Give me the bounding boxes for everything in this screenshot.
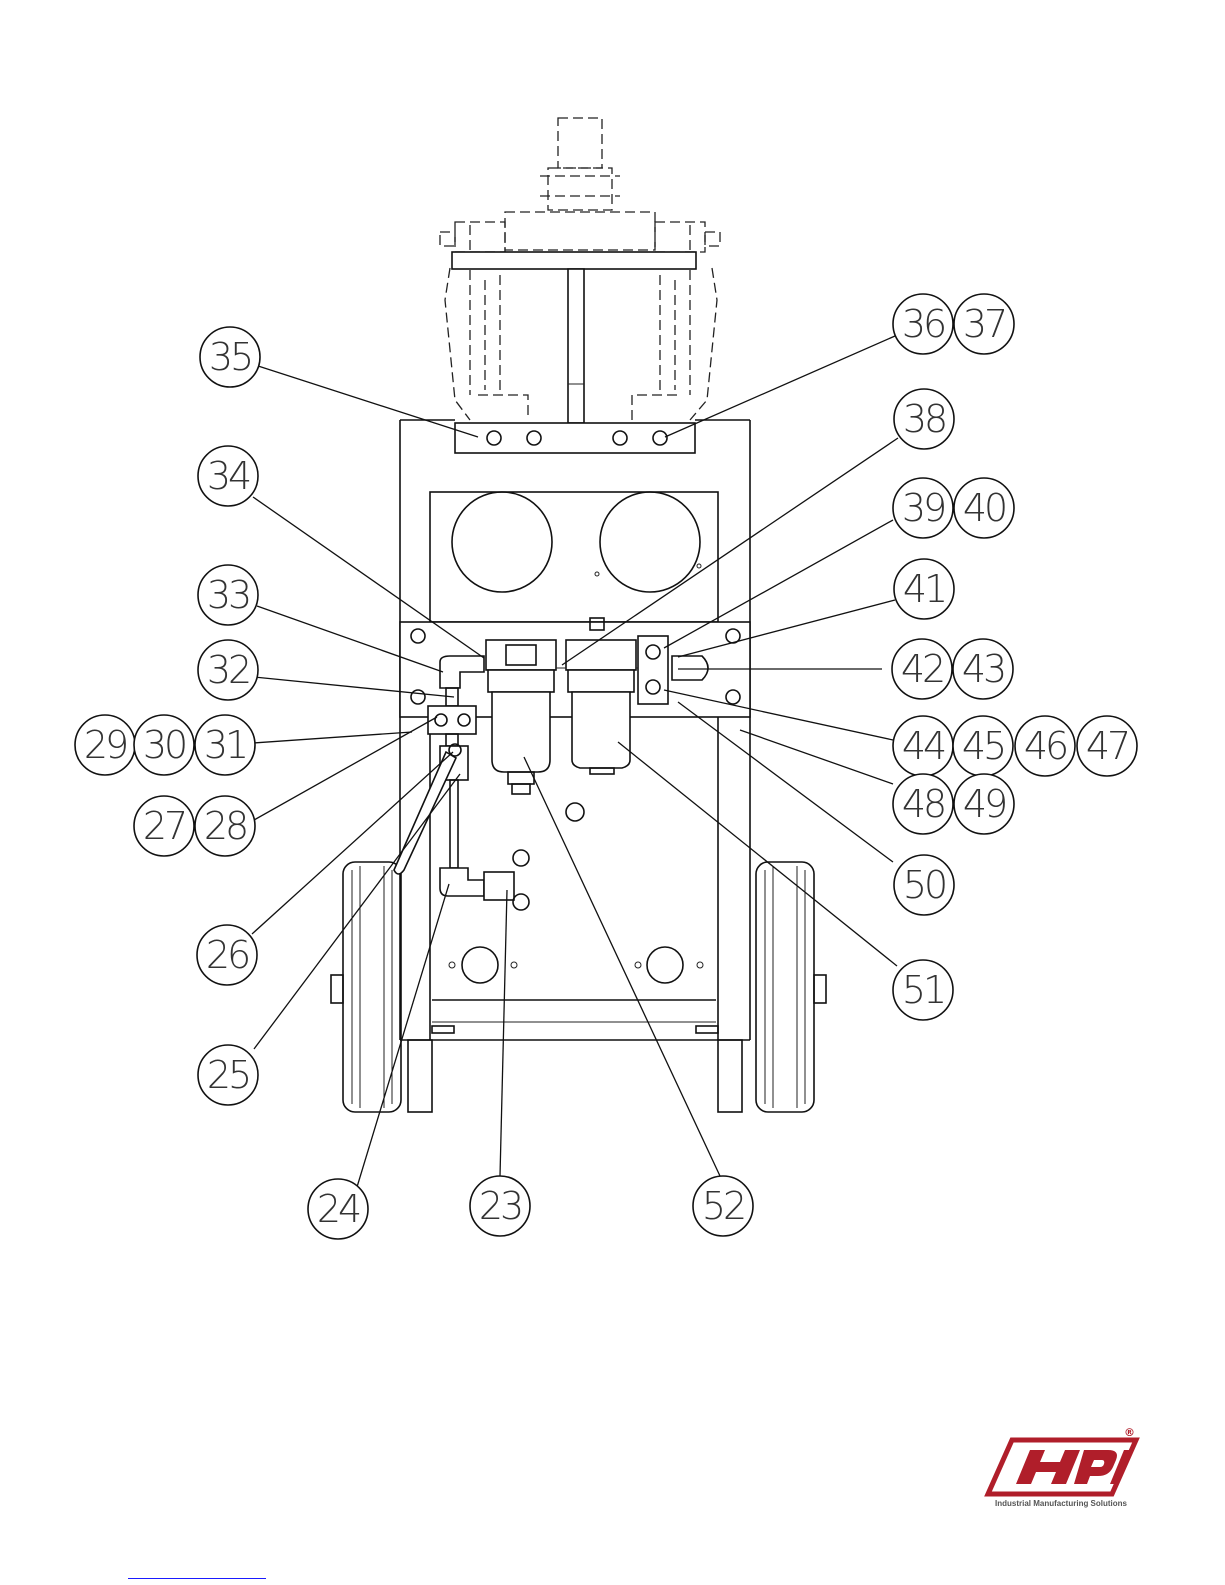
svg-text:25: 25	[207, 1053, 249, 1097]
balloon-39: 39	[893, 478, 953, 538]
svg-text:47: 47	[1086, 724, 1128, 768]
balloon-42: 42	[892, 639, 952, 699]
balloon-27: 27	[134, 796, 194, 856]
svg-text:42: 42	[901, 647, 943, 691]
balloon-45: 45	[953, 716, 1013, 776]
balloon-36: 36	[893, 294, 953, 354]
svg-text:30: 30	[143, 723, 185, 767]
balloon-48: 48	[893, 774, 953, 834]
balloon-44: 44	[893, 716, 953, 776]
svg-text:52: 52	[702, 1184, 744, 1228]
svg-text:28: 28	[204, 804, 246, 848]
balloon-49: 49	[954, 774, 1014, 834]
balloon-29: 29	[75, 715, 135, 775]
balloon-50: 50	[894, 855, 954, 915]
svg-text:45: 45	[962, 724, 1004, 768]
air-filter	[486, 640, 556, 794]
footer-link-underline[interactable]	[128, 1578, 266, 1579]
balloon-31: 31	[195, 715, 255, 775]
svg-text:44: 44	[902, 724, 945, 768]
balloon-32: 32	[198, 640, 258, 700]
balloon-30: 30	[134, 715, 194, 775]
balloon-47: 47	[1077, 716, 1137, 776]
balloon-26: 26	[197, 925, 257, 985]
balloon-35: 35	[200, 327, 260, 387]
svg-text:41: 41	[903, 567, 945, 611]
svg-text:51: 51	[902, 968, 944, 1012]
svg-text:33: 33	[207, 573, 249, 617]
svg-text:23: 23	[479, 1184, 521, 1228]
balloon-37: 37	[954, 294, 1014, 354]
balloon-24: 24	[308, 1179, 368, 1239]
svg-text:43: 43	[962, 647, 1004, 691]
balloon-23: 23	[470, 1176, 530, 1236]
regulator-filter	[566, 618, 636, 774]
svg-text:38: 38	[903, 397, 945, 441]
svg-text:31: 31	[204, 723, 246, 767]
balloon-51: 51	[893, 960, 953, 1020]
logo-tagline: Industrial Manufacturing Solutions	[995, 1499, 1125, 1508]
svg-text:36: 36	[902, 302, 944, 346]
balloon-28: 28	[195, 796, 255, 856]
svg-text:32: 32	[207, 648, 249, 692]
svg-text:35: 35	[209, 335, 251, 379]
balloon-52: 52	[693, 1176, 753, 1236]
right-wheel	[756, 862, 826, 1112]
svg-text:24: 24	[317, 1187, 360, 1231]
balloon-25: 25	[198, 1045, 258, 1105]
svg-text:34: 34	[207, 454, 250, 498]
svg-text:29: 29	[84, 723, 126, 767]
svg-text:46: 46	[1024, 724, 1066, 768]
svg-text:49: 49	[963, 782, 1005, 826]
svg-text:48: 48	[902, 782, 944, 826]
svg-text:37: 37	[963, 302, 1005, 346]
hpi-logo: ®	[988, 1426, 1136, 1494]
balloon-46: 46	[1015, 716, 1075, 776]
svg-text:50: 50	[903, 863, 945, 907]
balloon-40: 40	[954, 478, 1014, 538]
balloon-34: 34	[198, 446, 258, 506]
svg-text:39: 39	[902, 486, 944, 530]
svg-text:27: 27	[143, 804, 185, 848]
registered-mark: ®	[1124, 1426, 1135, 1439]
balloon-43: 43	[953, 639, 1013, 699]
svg-text:26: 26	[206, 933, 248, 977]
svg-text:40: 40	[963, 486, 1005, 530]
balloon-41: 41	[894, 559, 954, 619]
balloon-33: 33	[198, 565, 258, 625]
balloon-38: 38	[894, 389, 954, 449]
